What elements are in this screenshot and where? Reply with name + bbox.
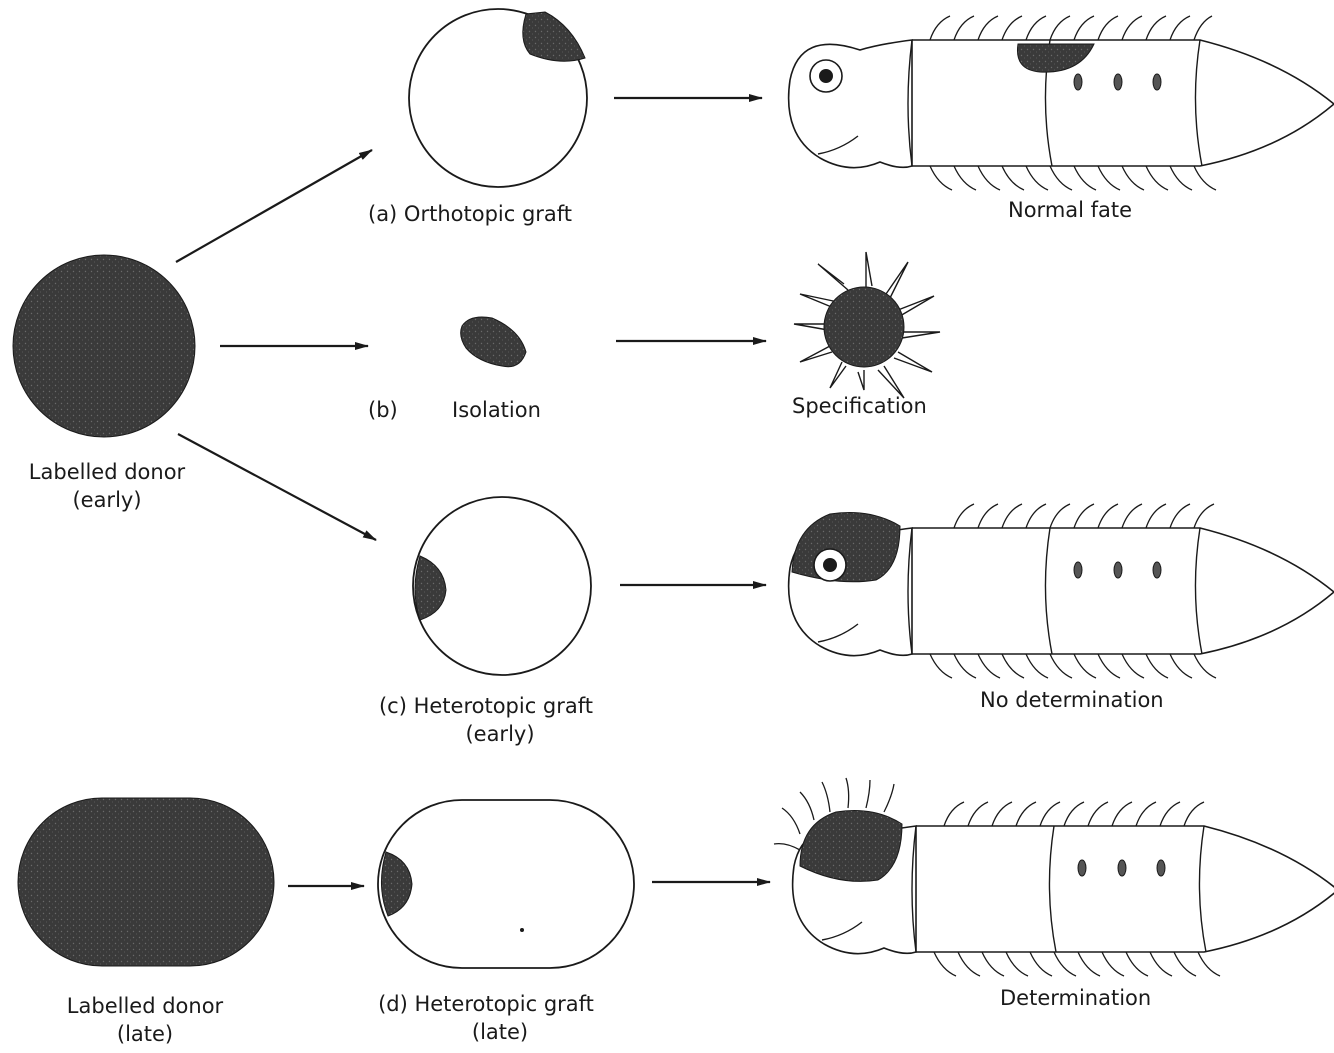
larva-determination [774,778,1334,976]
label-donor-late-line2: (late) [52,1020,238,1048]
specified-explant [794,252,940,398]
arrow-to-heterotopic-early [178,434,376,540]
label-donor-late: Labelled donor (late) [52,992,238,1048]
label-normal-fate: Normal fate [1008,196,1132,224]
isolated-explant [461,317,526,367]
label-specification: Specification [792,392,927,420]
label-heterotopic-late-line1: (d) Heterotopic graft [366,990,606,1018]
label-orthotopic-graft: (a) Orthotopic graft [368,200,572,228]
larva-normal-fate [789,16,1334,190]
label-donor-early-line1: Labelled donor [14,458,200,486]
larva-no-determination [789,504,1334,678]
host-embryo-d [378,800,634,968]
donor-early [13,255,195,437]
host-embryo-c [413,497,591,675]
label-heterotopic-early-line2: (early) [366,720,606,748]
label-determination: Determination [1000,984,1151,1012]
host-embryo-a [409,9,587,187]
label-b-letter: (b) [368,396,398,424]
label-heterotopic-late: (d) Heterotopic graft (late) [366,990,606,1046]
label-donor-late-line1: Labelled donor [52,992,238,1020]
label-isolation: Isolation [452,396,541,424]
donor-late [18,798,274,966]
arrow-to-orthotopic [176,150,372,262]
label-no-determination: No determination [980,686,1164,714]
label-heterotopic-late-line2: (late) [366,1018,606,1046]
label-heterotopic-early-line1: (c) Heterotopic graft [366,692,606,720]
label-donor-early-line2: (early) [14,486,200,514]
label-heterotopic-early: (c) Heterotopic graft (early) [366,692,606,748]
label-donor-early: Labelled donor (early) [14,458,200,514]
